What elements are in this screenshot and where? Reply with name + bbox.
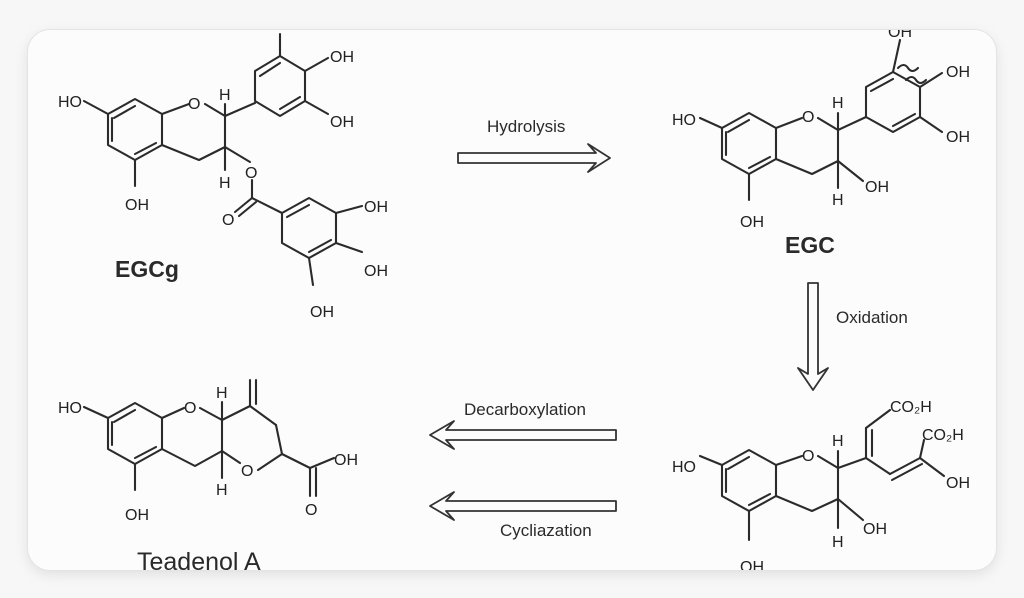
intermediate-structure [698, 408, 946, 542]
int-oh-b: OH [946, 475, 970, 492]
tea-oh-acid: OH [334, 452, 358, 469]
teadenol-structure [82, 378, 336, 498]
teadenol-label: Teadenol A [137, 548, 261, 570]
egc-ho-atom: HO [672, 112, 696, 129]
decarboxylation-arrow [429, 420, 617, 450]
tea-carbonyl-o: O [305, 502, 317, 519]
oxidation-label: Oxidation [836, 308, 908, 327]
egc-ring-o: O [802, 109, 814, 126]
cyclization-arrow [429, 491, 617, 521]
egcg-carbonyl-o: O [222, 212, 234, 229]
egcg-h-top: H [219, 87, 231, 104]
egc-oh-b2: OH [946, 129, 970, 146]
tea-oh-a: OH [125, 507, 149, 524]
egc-structure [698, 38, 944, 202]
hydrolysis-arrow [457, 143, 611, 173]
tea-ho-atom: HO [58, 400, 82, 417]
egc-oh-b1: OH [946, 64, 970, 81]
int-h-top: H [832, 433, 844, 450]
egcg-ho-atom: HO [58, 94, 82, 111]
int-ho-atom: HO [672, 459, 696, 476]
egcg-structure [82, 32, 364, 287]
reaction-scheme: HO O H H OH OH OH O O OH OH OH EGCg Hydr… [58, 30, 970, 570]
egc-oh-top: OH [888, 30, 912, 41]
egcg-oh-b1: OH [330, 49, 354, 66]
egcg-label: EGCg [115, 256, 179, 282]
egcg-ester-o: O [245, 165, 257, 182]
int-oh-c: OH [863, 521, 887, 538]
egcg-oh-g2: OH [364, 263, 388, 280]
egc-label: EGC [785, 232, 835, 258]
egc-oh-a: OH [740, 214, 764, 231]
int-ring-o: O [802, 448, 814, 465]
diagram-card: HO O H H OH OH OH O O OH OH OH EGCg Hydr… [28, 30, 996, 570]
decarboxylation-label: Decarboxylation [464, 400, 586, 419]
egcg-oh-b2: OH [330, 114, 354, 131]
oxidation-arrow [797, 282, 829, 391]
int-oh-a: OH [740, 559, 764, 570]
hydrolysis-label: Hydrolysis [487, 117, 565, 136]
egc-oh-c: OH [865, 179, 889, 196]
tea-ring-o2: O [241, 463, 253, 480]
egcg-oh-g1: OH [364, 199, 388, 216]
tea-h-bottom: H [216, 482, 228, 499]
egcg-oh-a: OH [125, 197, 149, 214]
egcg-h-bottom: H [219, 175, 231, 192]
tea-h-top: H [216, 385, 228, 402]
egc-h-bottom: H [832, 192, 844, 209]
egc-h-top: H [832, 95, 844, 112]
int-co2h-2: CO₂H [922, 427, 964, 444]
egcg-ring-o: O [188, 96, 200, 113]
int-co2h-1: CO₂H [890, 399, 932, 416]
int-h-bottom: H [832, 534, 844, 551]
tea-ring-o1: O [184, 400, 196, 417]
cyclization-label: Cycliazation [500, 521, 592, 540]
egcg-oh-g3: OH [310, 304, 334, 321]
